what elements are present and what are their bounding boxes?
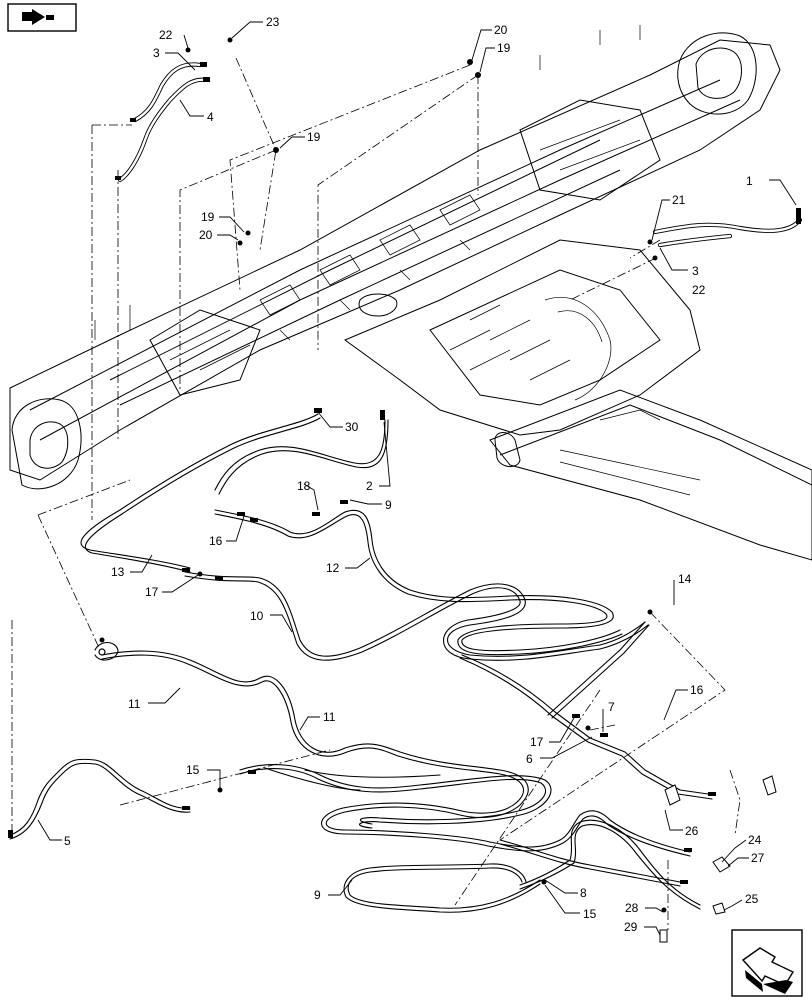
callout-9: 9	[314, 888, 321, 902]
callout-22: 22	[692, 283, 706, 297]
callout-14: 14	[678, 572, 692, 586]
callout-7: 7	[608, 700, 615, 714]
callout-1: 1	[746, 174, 753, 188]
callout-20: 20	[494, 23, 508, 37]
callout-18: 18	[297, 479, 311, 493]
callout-25: 25	[745, 892, 759, 906]
callout-16: 16	[209, 534, 223, 548]
callout-29: 29	[624, 920, 638, 934]
callout-19: 19	[307, 130, 321, 144]
callout-5: 5	[64, 834, 71, 848]
machine-frame	[9, 25, 812, 561]
callout-16: 16	[690, 683, 704, 697]
callout-9: 9	[385, 498, 392, 512]
callout-19: 19	[201, 210, 215, 224]
callout-21: 21	[672, 193, 686, 207]
callout-30: 30	[345, 420, 359, 434]
callout-11: 11	[128, 697, 141, 711]
fittings	[8, 37, 801, 943]
callout-26: 26	[685, 824, 699, 838]
book-arrow-icon[interactable]	[7, 3, 77, 32]
callout-20: 20	[199, 228, 213, 242]
callout-23: 23	[266, 15, 280, 29]
callout-13: 13	[111, 565, 125, 579]
callout-27: 27	[751, 851, 765, 865]
callout-12: 12	[326, 561, 340, 575]
callout-3: 3	[153, 46, 160, 60]
callout-24: 24	[748, 833, 762, 847]
callout-11: 11	[323, 710, 336, 724]
callout-labels: 1 2 3 3 4 5 6 7 8 9 9 10 11 11 12 13 14 …	[64, 15, 765, 934]
alignment-lines	[11, 57, 741, 930]
leader-lines	[37, 21, 797, 936]
callout-4: 4	[207, 110, 214, 124]
callout-22: 22	[159, 28, 173, 42]
callout-28: 28	[625, 901, 639, 915]
callout-8: 8	[580, 886, 587, 900]
callout-15: 15	[186, 763, 200, 777]
hydraulic-tubes	[9, 62, 803, 913]
callout-10: 10	[250, 609, 264, 623]
callout-2: 2	[366, 479, 373, 493]
callout-3: 3	[692, 264, 699, 278]
callout-17: 17	[530, 735, 544, 749]
callout-19: 19	[497, 41, 511, 55]
callout-17: 17	[145, 585, 159, 599]
view-orientation-arrow-icon[interactable]	[731, 929, 803, 997]
callout-6: 6	[526, 752, 533, 766]
callout-15: 15	[583, 907, 597, 921]
